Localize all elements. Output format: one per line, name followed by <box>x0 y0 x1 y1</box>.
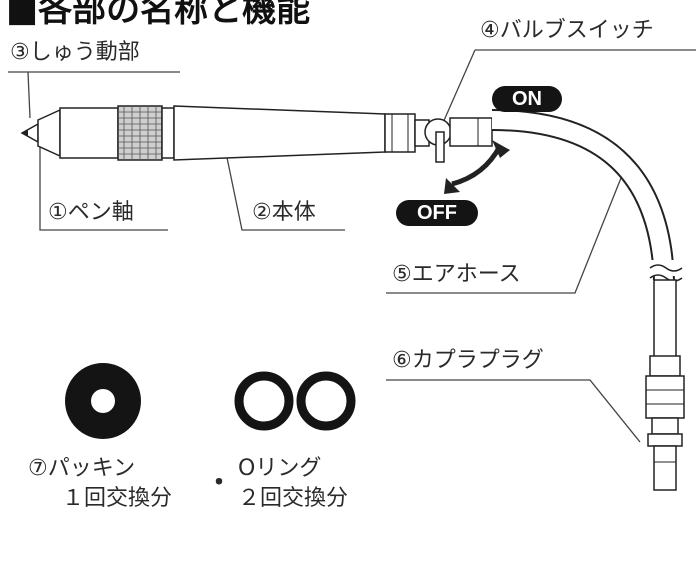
packing-shape <box>65 363 141 439</box>
valve-switch-shape <box>424 117 493 163</box>
coupler-plug-shape <box>645 355 685 491</box>
leader-valve-switch <box>441 49 476 126</box>
label-valve-switch: ④バルブスイッチ <box>480 18 654 43</box>
separator-dot: ・ <box>206 468 233 498</box>
grip-shape <box>59 105 175 161</box>
leader-air-hose <box>386 167 626 294</box>
leader-coupler <box>386 379 641 443</box>
label-o-ring-qty: ２回交換分 <box>238 486 349 511</box>
switch-on-badge: ON <box>492 86 562 112</box>
label-body: ②本体 <box>252 200 316 225</box>
arrow-head-on <box>492 140 510 158</box>
page-title: ■各部の名称と機能 <box>6 0 311 30</box>
leader-lines <box>8 49 696 443</box>
arrow-head-off <box>444 178 460 194</box>
label-pen-shaft: ①ペン軸 <box>48 200 134 225</box>
pen-shaft-shape <box>20 108 61 158</box>
body-shape <box>173 105 430 161</box>
label-coupler-plug: ⑥カプラプラグ <box>392 348 544 373</box>
air-hose-shape <box>491 109 683 359</box>
label-sliding-part: ③しゅう動部 <box>10 40 140 65</box>
label-packing: ⑦パッキン <box>28 456 136 481</box>
label-o-ring: Oリング <box>238 456 322 481</box>
rotation-arrow <box>451 144 503 187</box>
switch-off-badge: OFF <box>396 200 478 226</box>
label-air-hose: ⑤エアホース <box>392 262 521 287</box>
o-rings-shape <box>234 371 356 431</box>
leader-sliding-part-drop <box>27 71 31 119</box>
label-packing-qty: １回交換分 <box>62 486 173 511</box>
leader-body <box>224 147 345 231</box>
leader-pen-shaft <box>39 140 168 231</box>
